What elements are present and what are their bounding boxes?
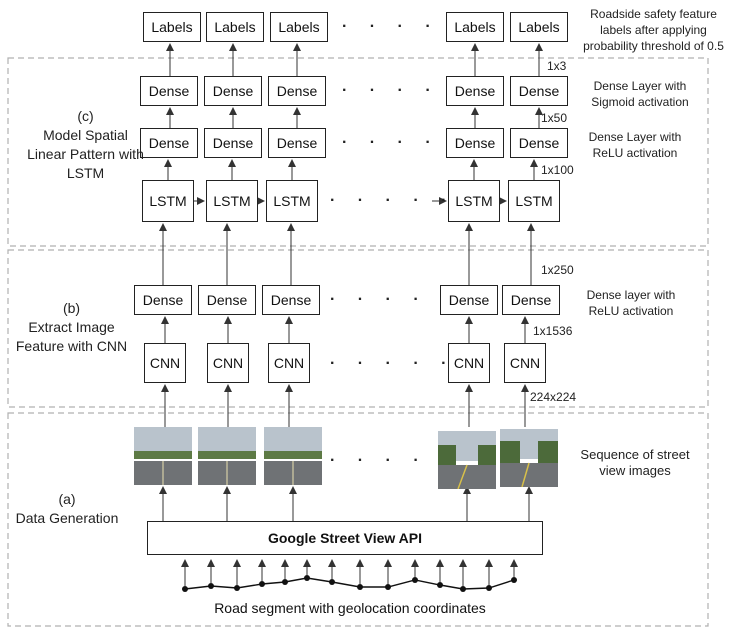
geolocation-point (460, 586, 466, 592)
dense-relu-cnn-note: Dense layer with ReLU activation (586, 288, 676, 318)
dim-1x100: 1x100 (541, 163, 574, 177)
street-view-image-5 (500, 429, 558, 487)
dim-224x224: 224x224 (530, 390, 577, 404)
geolocation-point (208, 583, 214, 589)
dense-sigmoid-note: Dense Layer with Sigmoid activation (591, 79, 689, 109)
dense-relu-3: Dense (268, 128, 326, 158)
geolocation-point (412, 577, 418, 583)
street-view-image-1 (134, 427, 192, 485)
dim-1x50: 1x50 (541, 111, 568, 125)
dense-cnn-5: Dense (502, 285, 560, 315)
geolocation-point (357, 584, 363, 590)
section-b-label: (b) Extract Image Feature with CNN (15, 300, 128, 354)
dense-sigmoid-3: Dense (268, 76, 326, 106)
dim-1x3: 1x3 (547, 59, 567, 73)
cnn-1: CNN (144, 343, 186, 383)
dense-cnn-3: Dense (262, 285, 320, 315)
geolocation-point (385, 584, 391, 590)
labels-note: Roadside safety feature labels after app… (583, 7, 724, 53)
dense-cnn-2: Dense (198, 285, 256, 315)
geolocation-point (437, 582, 443, 588)
dense-relu-2: Dense (204, 128, 262, 158)
labels-box-5: Labels (510, 12, 568, 42)
section-c-border (7, 57, 709, 247)
section-b-border (7, 249, 709, 408)
labels-box-1: Labels (143, 12, 201, 42)
dense-sigmoid-1: Dense (140, 76, 198, 106)
images-note: Sequence of street view images (580, 447, 690, 478)
dense-sigmoid-4: Dense (446, 76, 504, 106)
cnn-3: CNN (268, 343, 310, 383)
dense-sigmoid-2: Dense (204, 76, 262, 106)
road-line (184, 577, 515, 590)
section-a-label: (a) Data Generation (15, 491, 119, 526)
ellipsis-cnn: · · · · · · (330, 355, 484, 372)
cnn-4: CNN (448, 343, 490, 383)
lstm-2: LSTM (206, 180, 258, 222)
geolocation-point (304, 575, 310, 581)
cnn-5: CNN (504, 343, 546, 383)
dense-cnn-1: Dense (134, 285, 192, 315)
geolocation-point (234, 585, 240, 591)
lstm-3: LSTM (266, 180, 318, 222)
dense-relu-4: Dense (446, 128, 504, 158)
street-view-image-2 (198, 427, 256, 485)
geolocation-point (329, 579, 335, 585)
dense-relu-1: Dense (140, 128, 198, 158)
section-a-border (7, 412, 709, 627)
labels-box-2: Labels (206, 12, 264, 42)
street-view-image-3 (264, 427, 322, 485)
section-c-label: (c) Model Spatial Linear Pattern with LS… (27, 108, 144, 181)
dense-relu-lstm-note: Dense Layer with ReLU activation (588, 130, 682, 160)
road-segment (181, 559, 518, 592)
cnn-2: CNN (207, 343, 249, 383)
dim-1x1536: 1x1536 (533, 324, 573, 338)
street-view-image-4 (438, 431, 496, 489)
dense-relu-5: Dense (510, 128, 568, 158)
arrow-group (159, 43, 543, 521)
dense-cnn-4: Dense (440, 285, 498, 315)
lstm-5: LSTM (508, 180, 560, 222)
geolocation-point (486, 585, 492, 591)
lstm-1: LSTM (142, 180, 194, 222)
road-segment-label: Road segment with geolocation coordinate… (214, 600, 486, 616)
ellipsis-dense-cnn: · · · · · · (330, 291, 484, 308)
dim-1x250: 1x250 (541, 263, 574, 277)
lstm-4: LSTM (448, 180, 500, 222)
geolocation-point (182, 586, 188, 592)
ellipsis-lstm: · · · · · · (330, 192, 484, 209)
geolocation-point (259, 581, 265, 587)
geolocation-point (511, 577, 517, 583)
google-street-view-api-box: Google Street View API (147, 521, 543, 555)
geolocation-point (282, 579, 288, 585)
labels-box-3: Labels (270, 12, 328, 42)
labels-box-4: Labels (446, 12, 504, 42)
dense-sigmoid-5: Dense (510, 76, 568, 106)
